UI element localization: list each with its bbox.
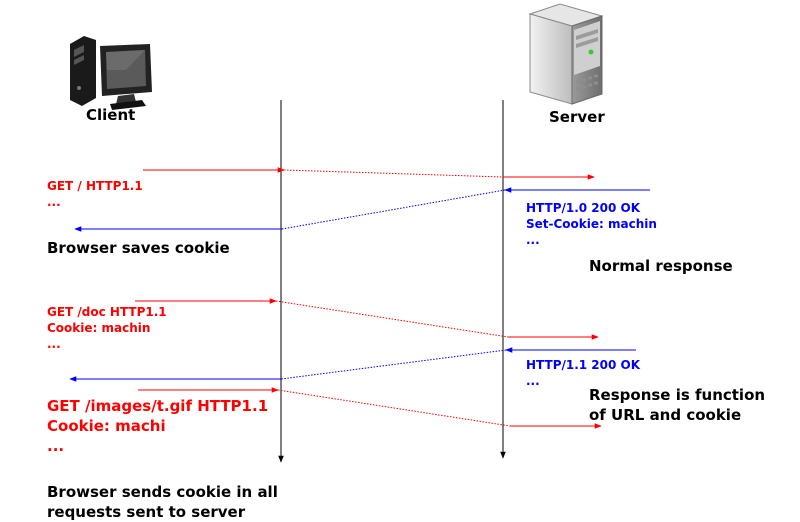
server-note-1: Normal response bbox=[589, 257, 733, 275]
request-1-line: GET / HTTP1.1 bbox=[47, 179, 143, 193]
request-3-line: GET /images/t.gif HTTP1.1 bbox=[47, 397, 269, 415]
request-2-line: ... bbox=[47, 337, 61, 351]
response-arrow-1 bbox=[74, 187, 650, 232]
request-arrow-2 bbox=[135, 298, 599, 340]
request-2-line: Cookie: machin bbox=[47, 321, 151, 335]
request-3-line: Cookie: machi bbox=[47, 417, 166, 435]
request-1-text: GET / HTTP1.1 ... bbox=[47, 178, 143, 210]
server-note-2-line: of URL and cookie bbox=[589, 406, 742, 424]
response-2-line: ... bbox=[526, 374, 540, 388]
desktop-computer-icon bbox=[70, 36, 152, 110]
server-note-2: Response is function of URL and cookie bbox=[589, 385, 765, 425]
client-label: Client bbox=[86, 106, 136, 124]
request-3-line: ... bbox=[47, 437, 65, 455]
footer-note-line: requests sent to server bbox=[47, 503, 246, 521]
client-note-1: Browser saves cookie bbox=[47, 239, 230, 257]
request-2-line: GET /doc HTTP1.1 bbox=[47, 305, 167, 319]
response-arrow-2 bbox=[69, 347, 636, 382]
response-2-line: HTTP/1.1 200 OK bbox=[526, 358, 641, 372]
footer-note: Browser sends cookie in all requests sen… bbox=[47, 482, 278, 522]
response-1-line: Set-Cookie: machin bbox=[526, 217, 657, 231]
request-arrow-1 bbox=[143, 167, 595, 180]
request-3-text: GET /images/t.gif HTTP1.1 Cookie: machi … bbox=[47, 396, 268, 456]
request-arrow-3 bbox=[138, 387, 602, 429]
server-note-2-line: Response is function bbox=[589, 386, 766, 404]
response-1-text: HTTP/1.0 200 OK Set-Cookie: machin ... bbox=[526, 200, 657, 248]
request-2-text: GET /doc HTTP1.1 Cookie: machin ... bbox=[47, 304, 167, 352]
server-tower-icon bbox=[528, 3, 604, 105]
server-label: Server bbox=[549, 108, 605, 126]
request-1-line: ... bbox=[47, 195, 61, 209]
response-1-line: ... bbox=[526, 233, 540, 247]
response-2-text: HTTP/1.1 200 OK ... bbox=[526, 357, 640, 389]
footer-note-line: Browser sends cookie in all bbox=[47, 483, 278, 501]
response-1-line: HTTP/1.0 200 OK bbox=[526, 201, 641, 215]
